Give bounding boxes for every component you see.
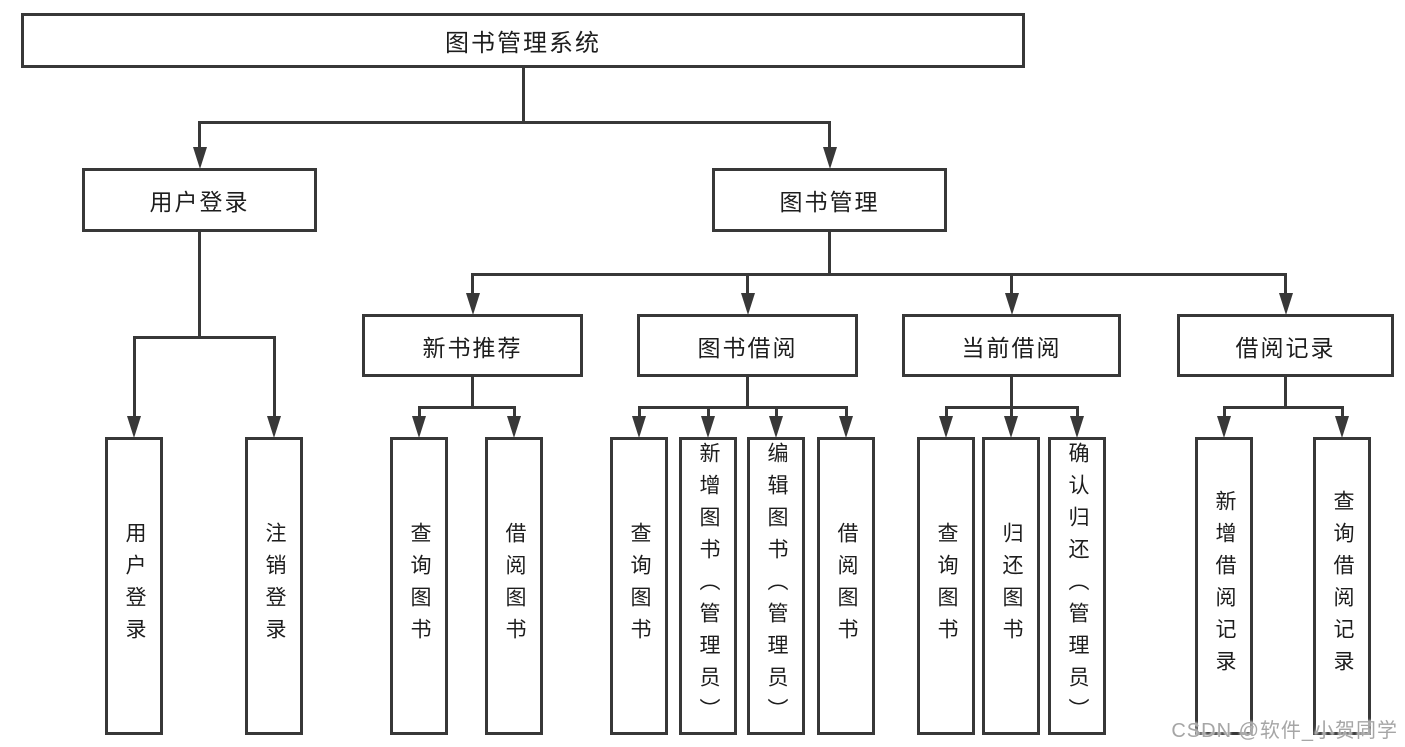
node-c2: 归还图书 <box>982 437 1040 735</box>
node-label: 归还图书 <box>1000 522 1024 650</box>
connector-line <box>198 121 201 152</box>
connector-line <box>706 406 710 421</box>
arrow-head <box>1278 293 1293 315</box>
arrow-head <box>507 416 521 438</box>
node-label: 图书管理 <box>779 189 880 215</box>
connector-line <box>637 406 641 421</box>
node-label: 图书借阅 <box>697 334 798 361</box>
node-label: 借阅记录 <box>1235 334 1336 361</box>
arrow-head <box>1004 293 1019 315</box>
connector-line <box>1340 406 1344 421</box>
node-n2: 借阅图书 <box>485 437 543 735</box>
connector-line <box>828 232 831 276</box>
connector-line <box>132 336 276 339</box>
node-label: 查询图书 <box>408 522 432 650</box>
connector-line <box>1284 377 1287 409</box>
node-label: 编辑图书（管理员） <box>765 442 789 730</box>
node-records: 借阅记录 <box>1177 314 1394 377</box>
arrow-head <box>1335 416 1349 438</box>
node-newbook: 新书推荐 <box>362 314 583 377</box>
connector-line <box>1222 406 1344 409</box>
arrow-head <box>769 416 783 438</box>
node-label: 注销登录 <box>263 522 287 650</box>
arrow-head <box>632 416 646 438</box>
arrow-head <box>822 147 837 169</box>
connector-line <box>471 273 1287 276</box>
node-u1: 用户登录 <box>105 437 163 735</box>
node-label: 确认归还（管理员） <box>1066 442 1090 730</box>
node-mgmt: 图书管理 <box>712 168 947 232</box>
connector-line <box>1222 406 1226 421</box>
arrow-head <box>1217 416 1231 438</box>
node-label: 当前借阅 <box>961 334 1062 361</box>
node-login: 用户登录 <box>82 168 317 232</box>
node-b1: 查询图书 <box>610 437 668 735</box>
node-label: 图书管理系统 <box>445 30 601 57</box>
node-current: 当前借阅 <box>902 314 1121 377</box>
arrow-head <box>701 416 715 438</box>
node-label: 用户登录 <box>123 522 147 650</box>
connector-line <box>944 406 948 421</box>
node-label: 借阅图书 <box>835 522 859 650</box>
arrow-head <box>127 416 141 438</box>
node-label: 新书推荐 <box>422 334 523 361</box>
node-n1: 查询图书 <box>390 437 448 735</box>
connector-line <box>417 406 516 409</box>
connector-line <box>828 121 831 152</box>
node-r1: 新增借阅记录 <box>1195 437 1253 735</box>
connector-line <box>774 406 778 421</box>
node-b2: 新增图书（管理员） <box>679 437 737 735</box>
connector-line <box>637 406 848 409</box>
arrow-head <box>740 293 755 315</box>
arrow-head <box>1070 416 1084 438</box>
node-label: 新增借阅记录 <box>1213 490 1237 682</box>
connector-line <box>512 406 516 421</box>
connector-line <box>132 336 136 421</box>
node-b3: 编辑图书（管理员） <box>747 437 805 735</box>
connector-line <box>272 336 276 421</box>
arrow-head <box>192 147 207 169</box>
csdn-watermark: CSDN @软件_小贺同学 <box>1171 720 1398 742</box>
connector-line <box>1284 273 1287 298</box>
connector-line <box>1010 273 1013 298</box>
node-root: 图书管理系统 <box>21 13 1025 68</box>
node-b4: 借阅图书 <box>817 437 875 735</box>
connector-line <box>844 406 848 421</box>
connector-line <box>521 68 525 124</box>
node-r2: 查询借阅记录 <box>1313 437 1371 735</box>
node-u2: 注销登录 <box>245 437 303 735</box>
connector-line <box>746 273 749 298</box>
node-label: 查询图书 <box>628 522 652 650</box>
node-label: 借阅图书 <box>503 522 527 650</box>
connector-line <box>1010 377 1013 409</box>
connector-line <box>471 273 474 298</box>
connector-line <box>198 121 831 124</box>
arrow-head <box>939 416 953 438</box>
connector-line <box>198 232 201 339</box>
node-label: 查询借阅记录 <box>1331 490 1355 682</box>
connector-line <box>1009 406 1013 421</box>
connector-line <box>471 377 474 409</box>
connector-line <box>417 406 421 421</box>
arrow-head <box>465 293 480 315</box>
arrow-head <box>1004 416 1018 438</box>
arrow-head <box>412 416 426 438</box>
arrow-head <box>839 416 853 438</box>
node-label: 新增图书（管理员） <box>697 442 721 730</box>
node-c3: 确认归还（管理员） <box>1048 437 1106 735</box>
node-label: 查询图书 <box>935 522 959 650</box>
connector-line <box>1075 406 1079 421</box>
node-c1: 查询图书 <box>917 437 975 735</box>
node-borrow: 图书借阅 <box>637 314 858 377</box>
arrow-head <box>267 416 281 438</box>
connector-line <box>746 377 749 409</box>
node-label: 用户登录 <box>149 189 250 215</box>
